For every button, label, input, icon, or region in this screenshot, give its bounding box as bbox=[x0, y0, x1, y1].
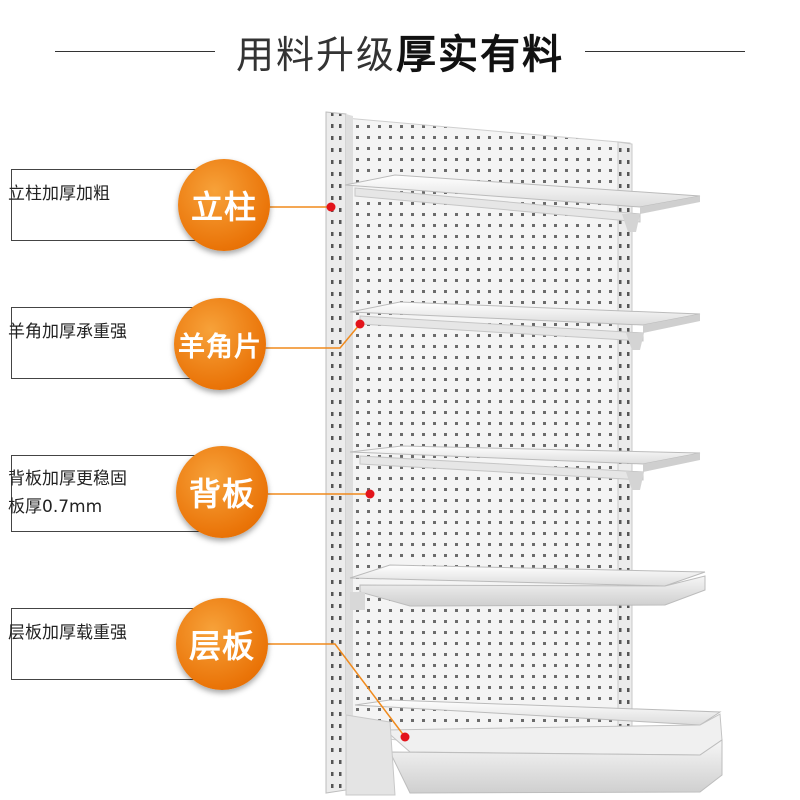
badge-bracket: 羊角片 bbox=[174, 298, 266, 390]
title-bold: 厚实有料 bbox=[396, 32, 564, 78]
title-light: 用料升级 bbox=[235, 33, 396, 77]
base-shelf bbox=[345, 699, 723, 796]
upright-column bbox=[325, 111, 347, 794]
callout-text-shelf: 层板加厚载重强 bbox=[8, 623, 127, 643]
shelf-4 bbox=[349, 564, 706, 610]
title-rule-right bbox=[585, 51, 745, 52]
shelf-3 bbox=[349, 445, 701, 490]
callout-text-backboard-1: 背板加厚更稳固 bbox=[8, 469, 127, 489]
title-rule-left bbox=[55, 51, 215, 52]
badge-upright: 立柱 bbox=[178, 159, 270, 251]
callout-text-bracket: 羊角加厚承重强 bbox=[8, 322, 127, 342]
callout-text-backboard-2: 板厚0.7mm bbox=[8, 497, 103, 517]
marker-dots bbox=[326, 202, 410, 742]
callout-text-upright: 立柱加厚加粗 bbox=[8, 184, 110, 204]
shelf-2 bbox=[349, 301, 701, 350]
page-title: 用料升级厚实有料 bbox=[0, 22, 800, 80]
badge-backboard: 背板 bbox=[176, 446, 268, 538]
shelf-1 bbox=[344, 174, 701, 232]
badge-shelf: 层板 bbox=[176, 598, 268, 690]
leader-lines bbox=[265, 206, 406, 738]
